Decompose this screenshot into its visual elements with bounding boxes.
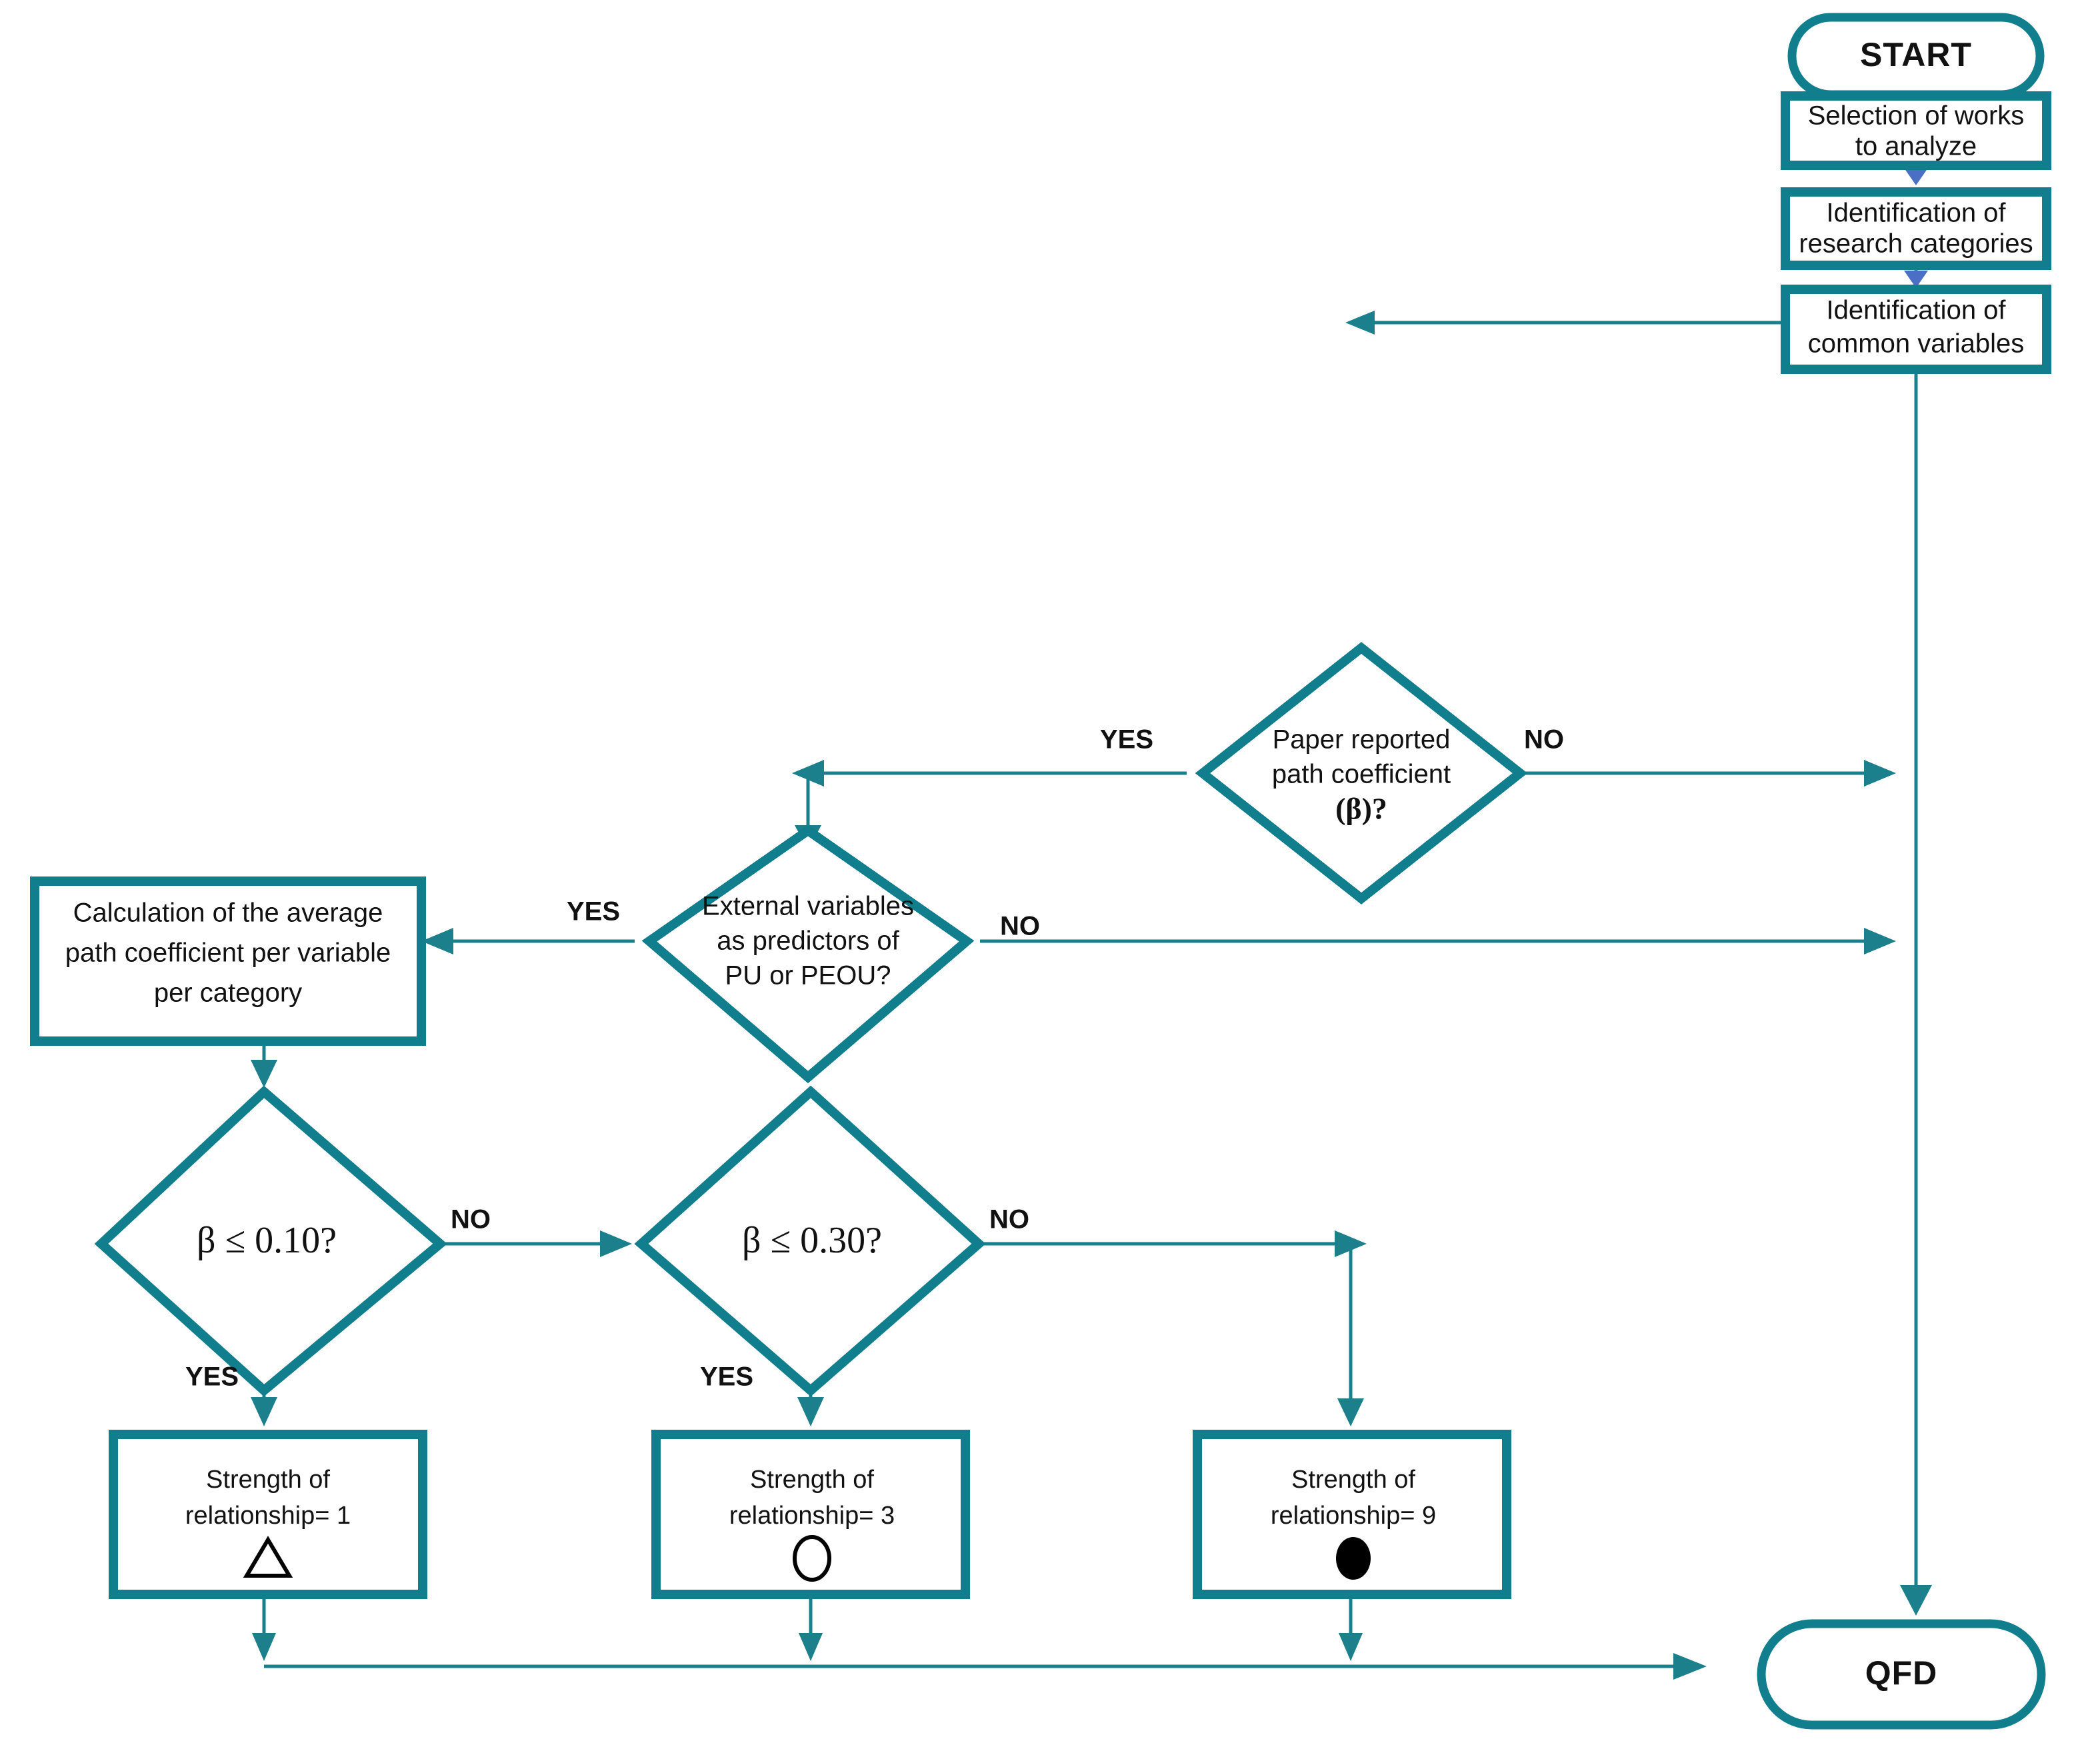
node-research-categories[interactable]: Identification of research categories [1781,187,2051,270]
branch-label-beta030-no: NO [989,1205,1029,1234]
node-selection-of-works[interactable]: Selection of works to analyze [1781,91,2051,170]
node-qfd-label: QFD [1865,1654,1938,1692]
branch-label-external-no: NO [1000,912,1040,941]
node-strength3-line2: relationship= 3 [729,1502,895,1530]
node-start[interactable]: START [1787,13,2045,99]
filled-circle-icon [1336,1537,1371,1580]
node-categories-line1: Identification of [1826,199,2006,228]
node-calc-line2: path coefficient per variable [65,938,391,968]
node-decision-external-variables[interactable]: External variables as predictors of PU o… [641,825,975,1084]
edge-strength3-to-rail [799,1594,823,1661]
edge-external-no [980,928,1896,954]
node-decision-beta-010[interactable]: β ≤ 0.10? [94,1085,447,1397]
edge-common-to-decision-beta-reported [1345,311,1807,335]
branch-label-external-yes: YES [567,897,620,926]
node-decision-external-line1: External variables [702,892,914,921]
branch-label-beta-reported-yes: YES [1100,725,1153,755]
node-common-line1: Identification of [1826,296,2006,325]
node-selection-line2: to analyze [1855,132,1977,161]
node-decision-beta-030[interactable]: β ≤ 0.30? [634,1085,986,1397]
node-strength9-line1: Strength of [1291,1466,1415,1494]
node-strength-1[interactable]: Strength of relationship= 1 [109,1430,427,1599]
node-calc-line1: Calculation of the average [73,898,383,928]
edge-strength1-to-rail [252,1594,276,1661]
edge-beta030-no [811,1230,1367,1426]
node-strength3-line1: Strength of [750,1466,874,1494]
node-decision-beta-reported-line1: Paper reported [1273,725,1451,755]
branch-label-beta010-no: NO [451,1205,491,1234]
node-calculation-average-path-coefficient[interactable]: Calculation of the average path coeffici… [30,876,426,1046]
open-triangle-icon [243,1536,293,1578]
node-decision-external-line3: PU or PEOU? [725,961,891,990]
node-decision-beta010-label: β ≤ 0.10? [197,1220,337,1261]
node-decision-beta030-label: β ≤ 0.30? [742,1220,882,1261]
node-decision-paper-reported-beta[interactable]: Paper reported path coefficient (β)? [1195,642,1528,904]
node-strength9-line2: relationship= 9 [1271,1502,1436,1530]
edge-beta-reported-yes [792,760,1187,851]
node-common-line2: common variables [1808,329,2025,359]
edge-bottom-rail-to-qfd [264,1653,1707,1680]
branch-label-beta-reported-no: NO [1524,725,1564,755]
node-qfd[interactable]: QFD [1757,1619,2046,1730]
node-common-variables[interactable]: Identification of common variables [1781,285,2051,374]
node-selection-line1: Selection of works [1808,101,2025,131]
node-decision-beta-reported-line2: path coefficient [1272,760,1451,789]
node-strength-9[interactable]: Strength of relationship= 9 [1193,1430,1511,1599]
branch-label-beta030-yes: YES [700,1362,753,1392]
edge-calc-to-beta010 [251,1044,277,1088]
edge-external-yes [421,928,635,954]
node-decision-external-line2: as predictors of [717,926,899,956]
node-strength-3[interactable]: Strength of relationship= 3 [651,1430,970,1599]
edge-common-to-qfd [1900,373,1932,1616]
open-circle-icon [793,1535,831,1582]
branch-label-beta010-yes: YES [185,1362,239,1392]
node-categories-line2: research categories [1799,229,2033,259]
node-strength1-line1: Strength of [206,1466,330,1494]
node-strength1-line2: relationship= 1 [185,1502,351,1530]
node-start-label: START [1860,36,1972,73]
edge-strength9-to-rail [1339,1594,1363,1661]
node-calc-line3: per category [154,978,302,1008]
node-decision-beta-reported-line3: (β)? [1335,792,1387,826]
edge-beta010-no [421,1230,632,1257]
